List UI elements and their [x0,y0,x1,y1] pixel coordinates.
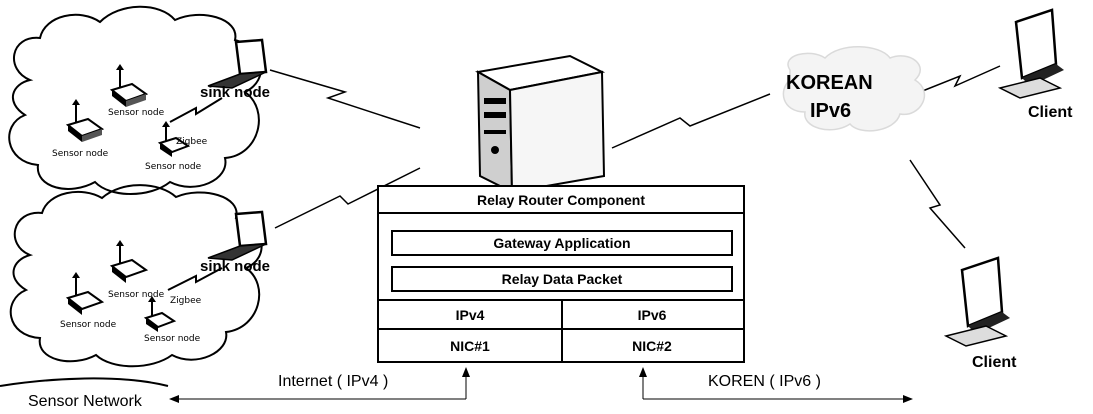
nic2-cell: NIC#2 [561,328,743,361]
sensor-network-curve [0,377,169,387]
zigbee-label: Zigbee [170,296,202,306]
sensor-node-label: Sensor node [60,320,117,330]
client-label-bottom: Client [972,354,1017,371]
wireless-link-icon [611,93,771,149]
koren-label: KOREN ( IPv6 ) [708,373,821,390]
relay-data-packet-box: Relay Data Packet [391,266,733,292]
sensor-cloud-top [8,5,262,195]
sensor-node-label: Sensor node [108,290,165,300]
client-monitor-icon [943,256,1010,347]
wireless-link-icon [269,69,421,129]
ipv6-cell: IPv6 [561,299,743,328]
korean-label: KOREAN [786,72,873,94]
nic1-cell: NIC#1 [379,328,561,361]
sensor-node-icon [157,121,191,157]
sensor-node-icon [65,272,105,315]
ipv6-cloud-label: IPv6 [810,100,852,122]
relay-router-title: Relay Router Component [379,187,743,214]
sensor-node-label: Sensor node [108,108,165,118]
laptop-icon [207,38,268,89]
sensor-node-icon [65,99,105,142]
server-icon [475,54,606,194]
sensor-node-icon [143,296,177,332]
table-divider [561,299,563,363]
sensor-network-label: Sensor Network [28,393,142,410]
ipv6-cloud [782,46,926,132]
sink-node-label-top: sink node [200,84,271,101]
sensor-cloud-bottom [9,184,263,368]
zigbee-label: Zigbee [176,137,208,147]
sensor-node-icon [109,64,149,107]
zigbee-link-icon [169,97,223,123]
client-label-top: Client [1028,104,1073,121]
internet-label: Internet ( IPv4 ) [278,373,389,390]
client-monitor-icon [997,8,1064,99]
sensor-node-icon [109,240,149,283]
sensor-node-label: Sensor node [145,162,202,172]
sink-node-label-bottom: sink node [200,258,271,275]
zigbee-link-icon [167,267,223,291]
laptop-icon [207,210,268,261]
ipv4-cell: IPv4 [379,299,561,328]
gateway-application-box: Gateway Application [391,230,733,256]
relay-router-box: Relay Router Component Gateway Applicati… [377,185,745,363]
sensor-node-label: Sensor node [52,149,109,159]
wireless-link-icon [919,65,1001,93]
wireless-link-icon [909,159,966,249]
sensor-node-label: Sensor node [144,334,201,344]
